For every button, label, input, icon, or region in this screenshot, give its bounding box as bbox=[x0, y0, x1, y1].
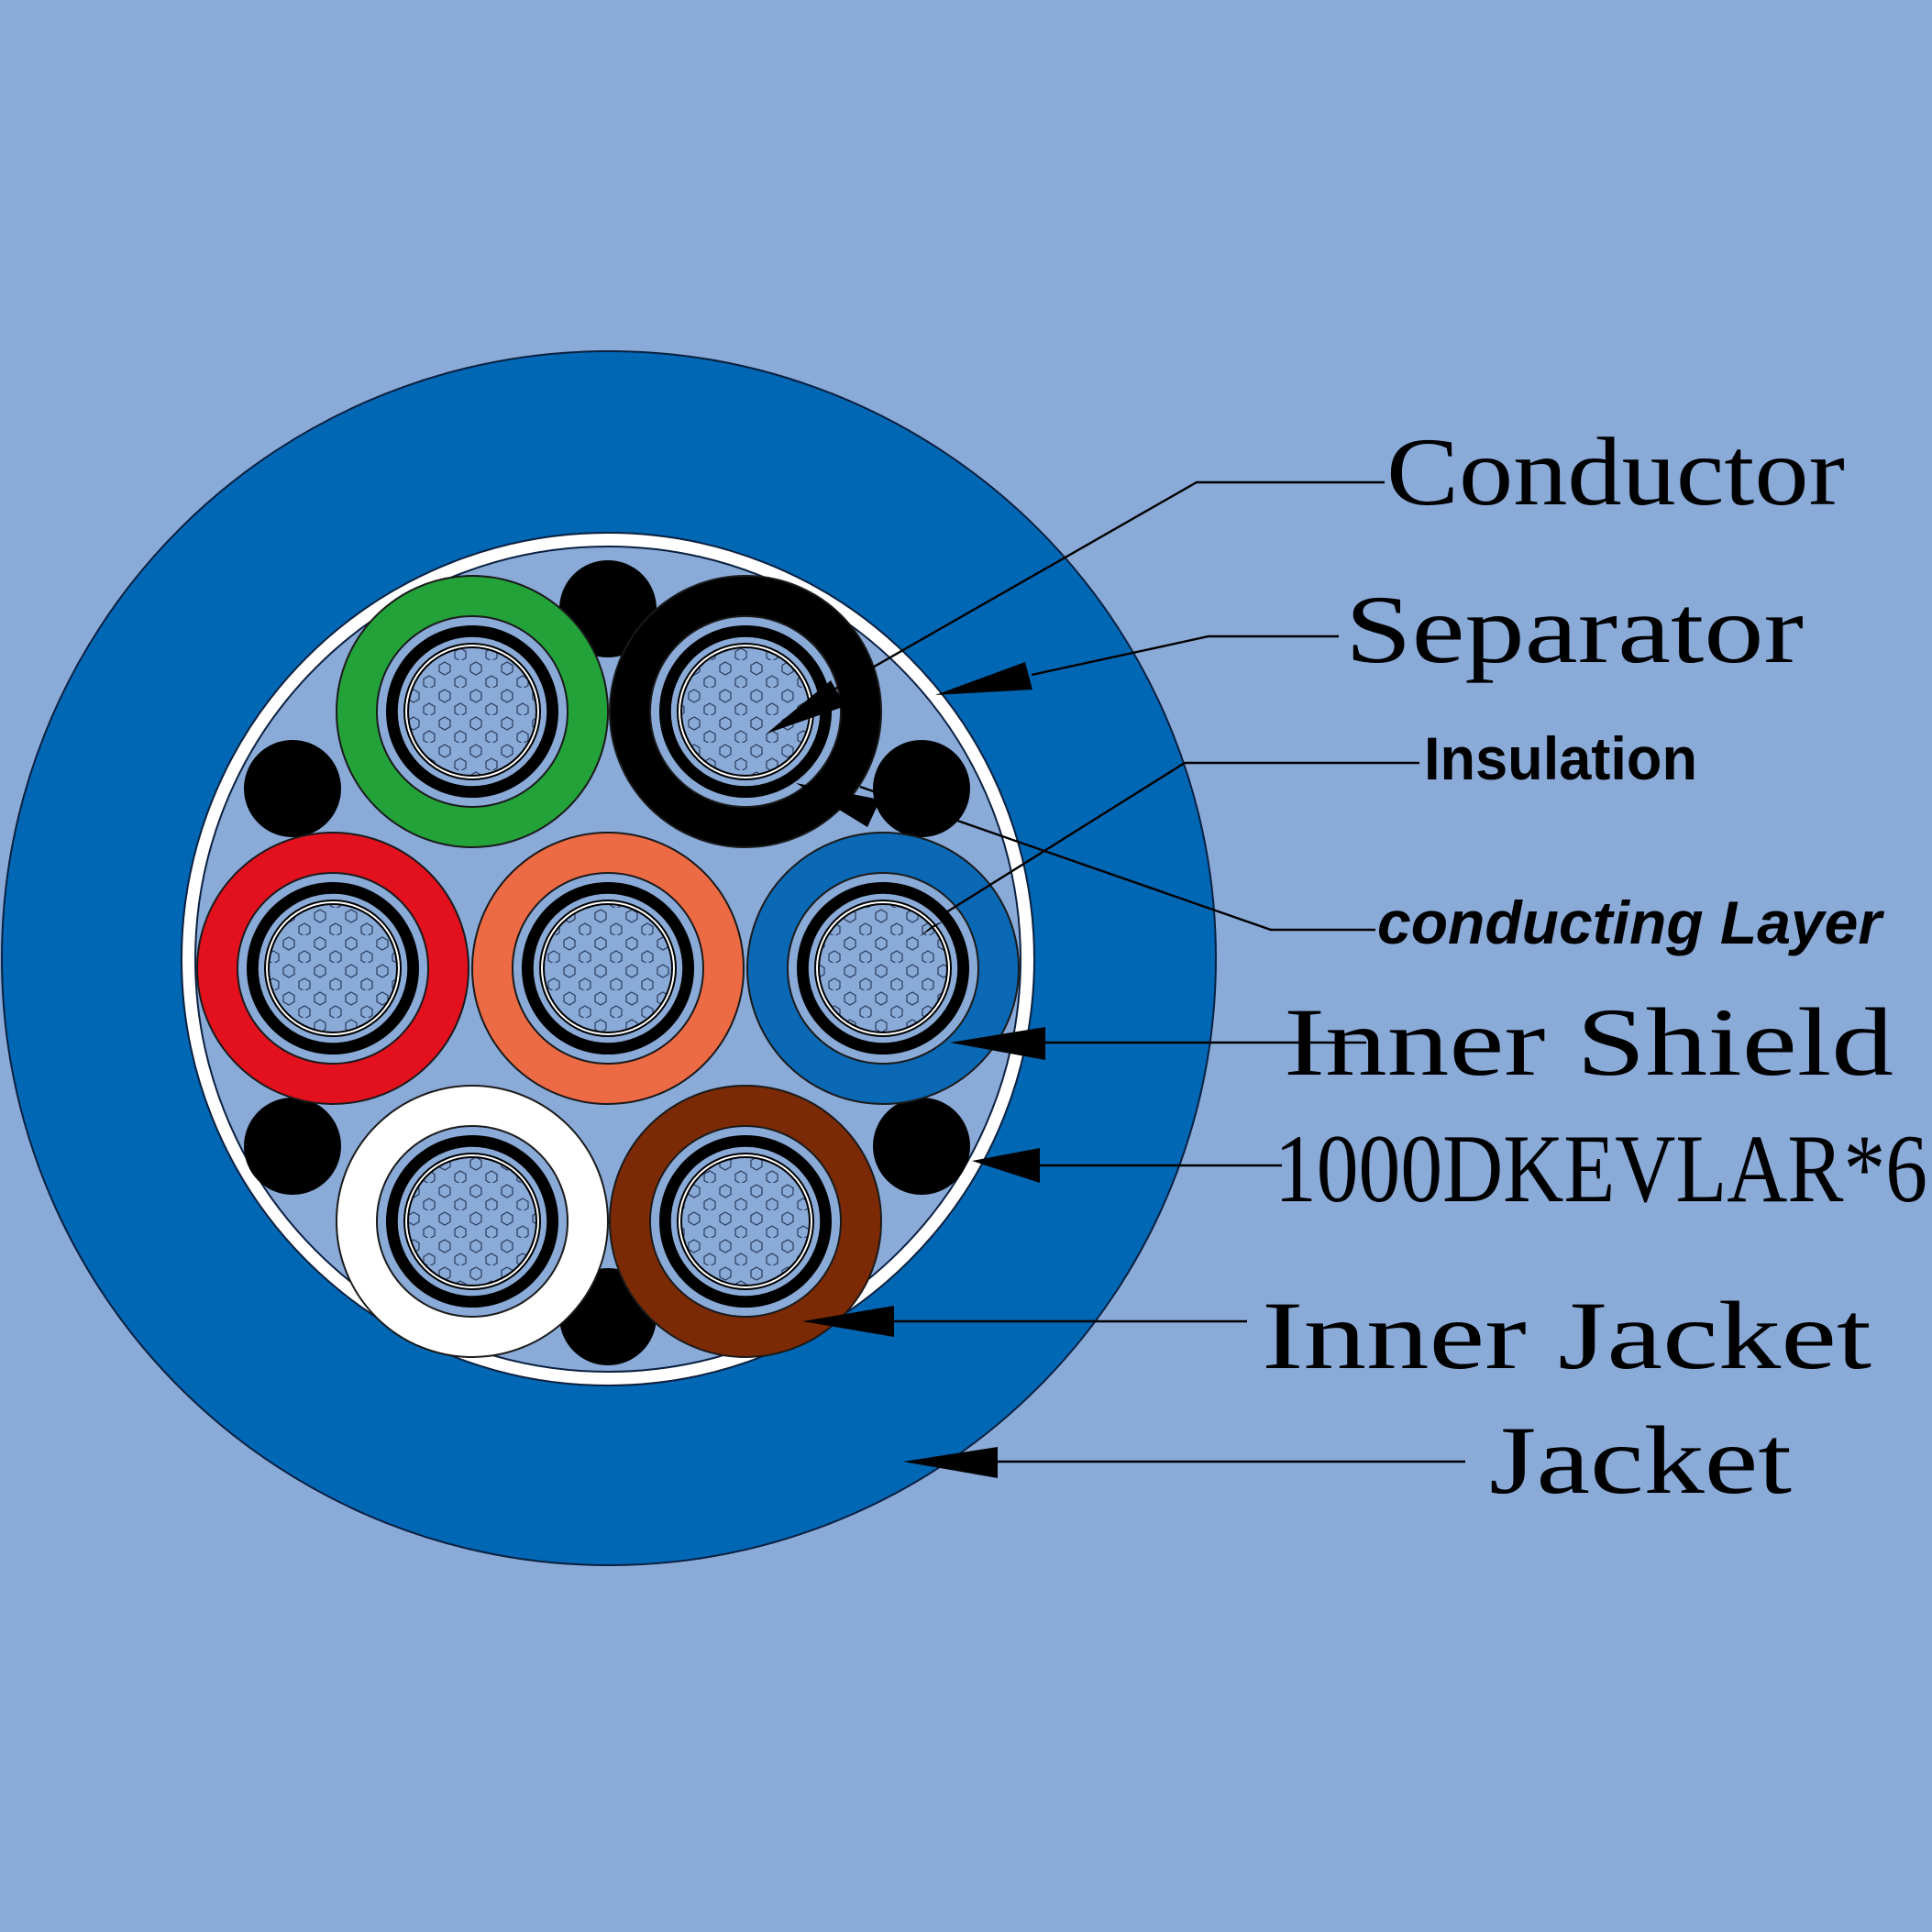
conducting-layer-arrowhead bbox=[796, 783, 880, 827]
kevlar-filler bbox=[244, 740, 341, 837]
conductor-leader bbox=[830, 480, 1385, 693]
kevlar-arrowhead bbox=[972, 1148, 1040, 1183]
kevlar-filler bbox=[873, 740, 970, 837]
core-conductor-strands bbox=[407, 1156, 537, 1286]
insulation-arrowhead bbox=[919, 921, 944, 937]
core-orange bbox=[471, 832, 745, 1105]
core-conductor-strands bbox=[407, 646, 537, 777]
conductor-cores bbox=[196, 575, 1020, 1358]
core-conductor-strands bbox=[680, 646, 811, 777]
component-labels: Conductor Separator Insulation conductin… bbox=[1262, 418, 1927, 1514]
label-inner-shield: Inner Shield bbox=[1284, 988, 1893, 1096]
kevlar-fillers bbox=[244, 560, 970, 1365]
core-conductor-strands bbox=[818, 903, 948, 1033]
kevlar-filler bbox=[244, 1098, 341, 1195]
core-white bbox=[336, 1085, 609, 1358]
core-green bbox=[336, 575, 609, 848]
core-brown bbox=[609, 1085, 882, 1358]
label-jacket: Jacket bbox=[1489, 1407, 1792, 1514]
core-conductor-strands bbox=[268, 903, 398, 1033]
core-black bbox=[609, 575, 882, 848]
label-insulation: Insulation bbox=[1424, 724, 1697, 792]
label-inner-jacket: Inner Jacket bbox=[1262, 1282, 1871, 1389]
conducting-layer-leader bbox=[859, 785, 1375, 932]
separator-leader bbox=[1031, 635, 1339, 677]
label-separator: Separator bbox=[1345, 576, 1804, 683]
label-conducting-layer: conducting Layer bbox=[1377, 889, 1884, 956]
insulation-leader bbox=[938, 761, 1419, 919]
separator-arrowhead bbox=[935, 662, 1032, 695]
jacket-arrowhead bbox=[903, 1447, 998, 1478]
inner-shield-arrowhead bbox=[950, 1027, 1045, 1060]
leader-lines bbox=[767, 480, 1465, 1478]
core-conductor-strands bbox=[543, 903, 673, 1033]
core-red bbox=[196, 832, 469, 1105]
conductor-arrowhead bbox=[767, 680, 845, 734]
core-blue bbox=[746, 832, 1020, 1105]
inner-jacket-arrowhead bbox=[802, 1306, 894, 1337]
label-kevlar: 1000DKEVLAR*6 bbox=[1275, 1115, 1927, 1222]
label-conductor: Conductor bbox=[1386, 418, 1845, 525]
kevlar-filler bbox=[873, 1098, 970, 1195]
core-conductor-strands bbox=[680, 1156, 811, 1286]
